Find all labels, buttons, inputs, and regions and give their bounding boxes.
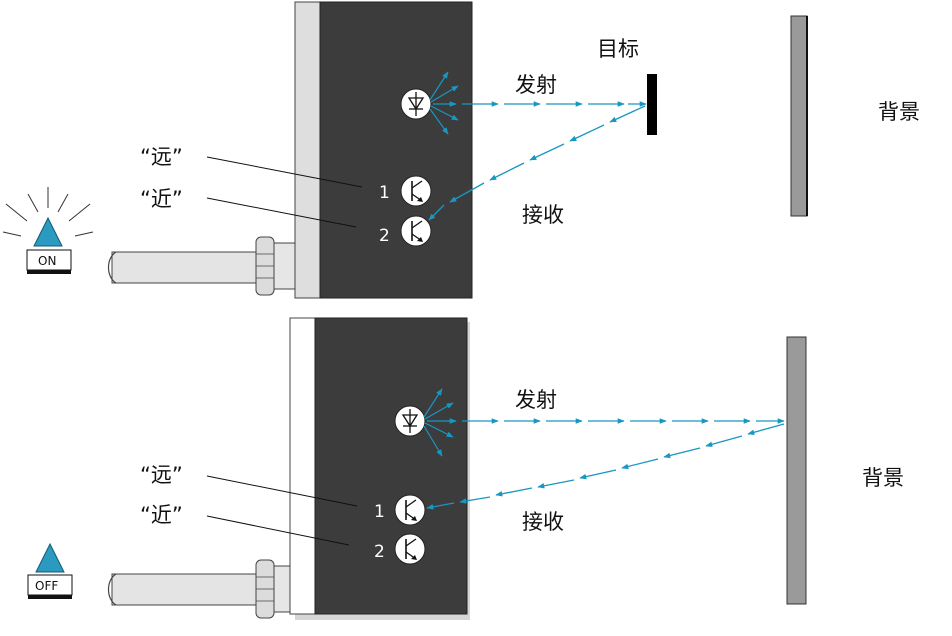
bottom-panel: 1 2 “远” “近” 发射: [27, 317, 904, 620]
top-target-plate: [647, 74, 657, 135]
top-target-label: 目标: [597, 37, 639, 61]
bottom-receiver-2-number: 2: [374, 542, 385, 562]
bottom-near-label: “近”: [140, 503, 183, 527]
top-panel: 1 2 “远” “近” 发射 接收 目标: [2, 1, 920, 299]
bottom-receive-label: 接收: [522, 510, 564, 534]
top-near-leader-line: [206, 197, 357, 228]
top-background-label: 背景: [878, 100, 920, 124]
bottom-emitter-led-icon: [394, 405, 426, 437]
top-emitter-rays: [429, 71, 459, 135]
bottom-far-leader-line: [206, 475, 358, 507]
top-receive-beam: [428, 105, 646, 221]
top-indicator-glow-rays: [2, 187, 94, 237]
bottom-indicator-lamp-icon: [35, 542, 65, 573]
top-far-label: “远”: [140, 145, 183, 169]
top-receiver-1-number: 1: [379, 183, 390, 203]
bottom-emit-label: 发射: [515, 388, 557, 412]
top-emit-label: 发射: [515, 73, 557, 97]
bottom-sensor-housing: [289, 317, 470, 620]
top-cable: [107, 236, 297, 296]
top-indicator-label: ON: [38, 254, 56, 268]
top-near-label: “近”: [140, 187, 183, 211]
top-indicator-lamp-icon: [33, 216, 63, 247]
top-emitter-led-icon: [400, 88, 432, 120]
bottom-far-label: “远”: [140, 463, 183, 487]
top-receiver-2-number: 2: [379, 226, 390, 246]
bottom-background-label: 背景: [862, 466, 904, 490]
bottom-receiver-2-icon: [394, 533, 426, 565]
bottom-receiver-1-icon: [394, 494, 426, 526]
bottom-indicator-label: OFF: [35, 579, 58, 593]
bottom-cable: [107, 559, 295, 619]
top-sensor-housing: [294, 1, 473, 299]
top-receiver-1-icon: [400, 175, 432, 207]
bottom-background-plate: [786, 336, 807, 605]
bottom-emitter-rays: [423, 388, 454, 457]
top-far-leader-line: [206, 156, 363, 188]
top-background-plate: [790, 15, 808, 217]
bottom-near-leader-line: [206, 515, 350, 546]
top-receiver-2-icon: [400, 215, 432, 247]
bottom-receive-beam: [426, 423, 785, 510]
top-receive-label: 接收: [522, 203, 564, 227]
bottom-receiver-1-number: 1: [374, 502, 385, 522]
